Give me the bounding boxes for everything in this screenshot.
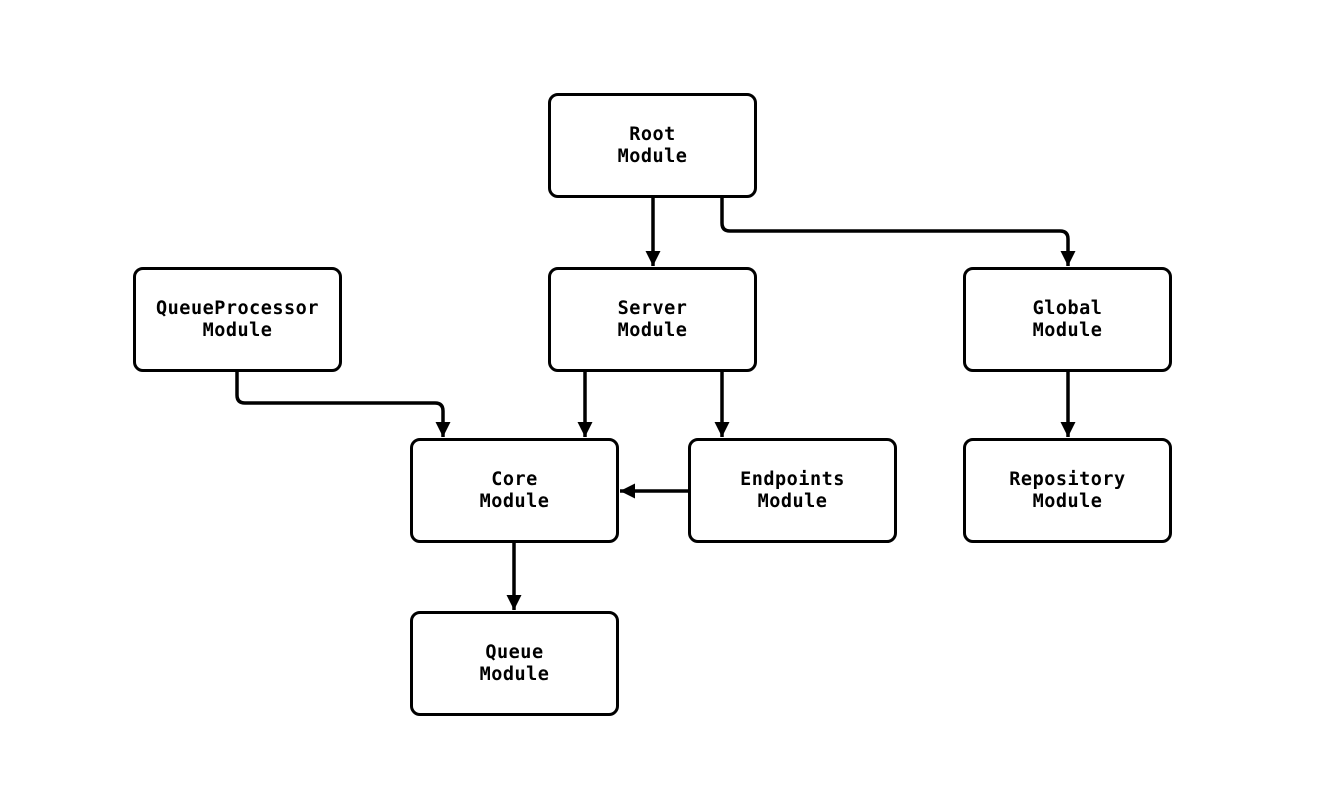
node-core-module: Core Module xyxy=(410,438,619,543)
node-global-module: Global Module xyxy=(963,267,1172,372)
node-global-module-label: Global Module xyxy=(1032,297,1103,341)
edge-queueprocessor-to-core xyxy=(235,372,451,437)
edge-root-to-global xyxy=(720,198,1076,266)
node-root-module-label: Root Module xyxy=(617,123,688,167)
node-queue-module-label: Queue Module xyxy=(479,641,550,685)
node-server-module-label: Server Module xyxy=(617,297,688,341)
node-server-module: Server Module xyxy=(548,267,757,372)
node-queueprocessor-module-label: QueueProcessor Module xyxy=(156,297,319,341)
node-endpoints-module-label: Endpoints Module xyxy=(740,468,845,512)
node-endpoints-module: Endpoints Module xyxy=(688,438,897,543)
node-queueprocessor-module: QueueProcessor Module xyxy=(133,267,342,372)
node-queue-module: Queue Module xyxy=(410,611,619,716)
node-root-module: Root Module xyxy=(548,93,757,198)
node-repository-module-label: Repository Module xyxy=(1009,468,1126,512)
node-repository-module: Repository Module xyxy=(963,438,1172,543)
node-core-module-label: Core Module xyxy=(479,468,550,512)
